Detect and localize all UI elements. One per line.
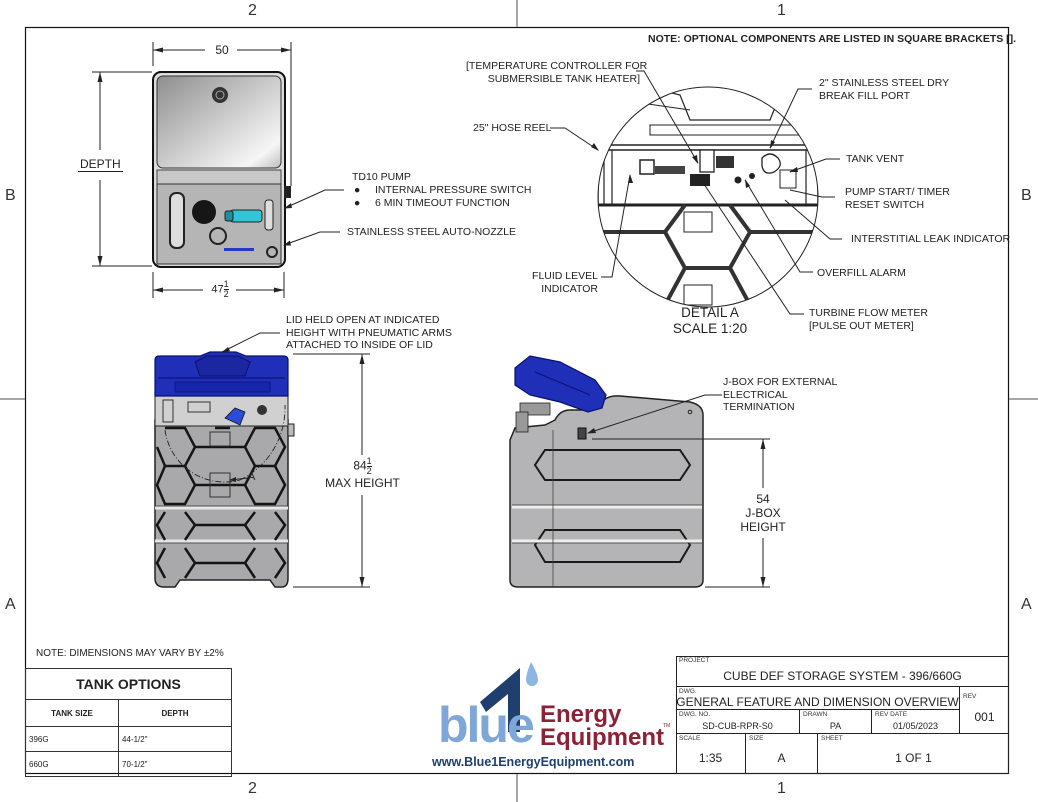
detail-a-caption: DETAIL A SCALE 1:20 [672,305,748,336]
table-row: 396G 44-1/2" [25,726,232,752]
pump-start-leader [789,189,835,198]
fluid-level-callout: FLUID LEVEL INDICATOR [532,270,598,295]
leak-indicator-leader [784,199,842,240]
tank-vent-callout: TANK VENT [846,153,905,165]
size-cell: SIZE A [746,734,818,774]
j-box-note: J-BOX FOR EXTERNAL ELECTRICAL TERMINATIO… [723,376,838,413]
detail-a-marker: A [248,471,256,483]
j-box [577,427,587,440]
zone-label-right-a: A [1021,596,1032,613]
revision-date: 01/05/2023 [892,721,939,731]
width-dimension: 50 [215,43,229,57]
tank-lid-top [156,75,282,169]
nozzle-leader [283,231,340,246]
rev-cell: REV 001 [960,687,1009,734]
td10-pump-label: TD10 PUMP [352,171,411,183]
lid-note: LID HELD OPEN AT INDICATED HEIGHT WITH P… [286,314,452,351]
logo-url: www.Blue1EnergyEquipment.com [432,755,635,769]
logo-word-blue: blue [438,700,535,750]
pump-feature-1: ● INTERNAL PRESSURE SWITCH [354,184,532,196]
logo-word-equipment: Equipment [540,724,664,751]
water-drop-icon [526,662,538,686]
title-block [676,656,1009,774]
dimensions-note: NOTE: DIMENSIONS MAY VARY BY ±2% [36,648,224,659]
pump-start-callout: PUMP START/ TIMER RESET SWITCH [845,186,950,211]
drawing-title: GENERAL FEATURE AND DIMENSION OVERVIEW [676,695,959,709]
fluid-level-leader [601,174,631,278]
header-depth: DEPTH [118,699,232,727]
optional-components-note: NOTE: OPTIONAL COMPONENTS ARE LISTED IN … [648,33,1017,45]
temp-controller-callout: [TEMPERATURE CONTROLLER FOR SUBMERSIBLE … [466,60,648,85]
zone-label-bottom-2: 2 [248,780,257,797]
sheet-cell: SHEET 1 OF 1 [818,734,1009,774]
detail-a-circle [597,86,819,308]
drawn-by: PA [829,721,842,731]
dry-break-leader [769,88,812,149]
hose-reel-leader [550,127,599,151]
blue1-logo: blue Energy Equipment TM www.Blue1Energy… [430,660,674,772]
zone-label-top-2: 2 [248,2,257,19]
j-box-height-dimension: 54 J-BOX HEIGHT [740,492,786,534]
overfill-alarm-leader [744,179,813,273]
zone-label-top-1: 1 [777,2,786,19]
drawing-scale: 1:35 [698,751,723,765]
tank-options-table: TANK OPTIONS TANK SIZE DEPTH 396G 44-1/2… [25,668,232,777]
overfill-alarm-callout: OVERFILL ALARM [817,267,906,279]
fill-cap [212,87,228,103]
tank-vent-leader [789,158,840,173]
table-header-row: TANK SIZE DEPTH [25,699,232,727]
lid-note-leader [221,332,280,353]
dry-break-callout: 2" STAINLESS STEEL DRY BREAK FILL PORT [819,77,950,102]
logo-word-energy: Energy [540,701,622,728]
side-view-drawing [509,355,770,588]
drawing-number: SD-CUB-RPR-S0 [702,721,773,731]
dwg-cell: DWG. GENERAL FEATURE AND DIMENSION OVERV… [676,687,960,710]
j-box-leader [587,394,722,434]
flow-meter-callout: TURBINE FLOW METER [PULSE OUT METER] [809,307,929,332]
header-tank-size: TANK SIZE [25,699,119,727]
side-tank-body [509,395,704,588]
pump-feature-2: ● 6 MIN TIMEOUT FUNCTION [354,197,510,209]
project-name: CUBE DEF STORAGE SYSTEM - 396/660G [723,669,962,683]
zone-label-bottom-1: 1 [777,780,786,797]
sheet-number: 1 OF 1 [895,751,932,765]
temp-controller-leader [636,70,699,164]
depth-cell: 70-1/2" [118,751,232,777]
zone-label-left-b: B [5,187,16,204]
sheet-size: A [777,751,786,765]
logo-trademark: TM [663,723,671,729]
dwg-no-cell: DWG. NO. SD-CUB-RPR-S0 [676,710,800,734]
front-view-drawing [154,332,370,588]
rev-date-cell: REV DATE 01/05/2023 [872,710,960,734]
zone-label-right-b: B [1021,187,1032,204]
depth-dimension-label: DEPTH [78,157,123,172]
tank-size-cell: 396G [25,726,119,752]
scale-cell: SCALE 1:35 [676,734,746,774]
revision: 001 [974,710,995,724]
side-blue-lid [514,355,607,413]
tank-options-title: TANK OPTIONS [25,668,232,700]
tank-size-cell: 660G [25,751,119,777]
pump-leader [284,189,344,209]
detail-a-drawing [550,70,842,315]
auto-nozzle-label: STAINLESS STEEL AUTO-NOZZLE [347,226,517,238]
zone-label-left-a: A [5,596,16,613]
hose-reel-callout: 25" HOSE REEL [473,122,552,134]
logo-arrow-icon [480,662,538,732]
leak-indicator-callout: INTERSTITIAL LEAK INDICATOR [851,233,1011,245]
flow-meter-leader [699,177,804,315]
top-view-drawing [92,42,344,298]
table-row: 660G 70-1/2" [25,751,232,777]
project-cell: PROJECT CUBE DEF STORAGE SYSTEM - 396/66… [676,656,1009,687]
depth-cell: 44-1/2" [118,726,232,752]
drawn-cell: DRAWN PA [800,710,872,734]
